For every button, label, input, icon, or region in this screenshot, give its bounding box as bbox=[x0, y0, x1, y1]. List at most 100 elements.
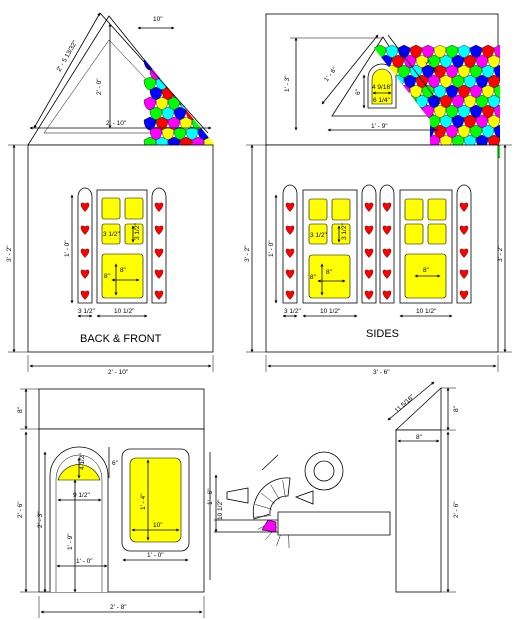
dim-label: 8" bbox=[104, 273, 111, 280]
roof-shingle bbox=[499, 94, 500, 109]
roof-shingle bbox=[185, 86, 199, 101]
roof-shingle bbox=[155, 56, 169, 71]
back-front-label: BACK & FRONT bbox=[80, 333, 162, 345]
dim-label: 8" bbox=[17, 406, 24, 413]
stair-step bbox=[270, 484, 280, 500]
dim-label: 3' - 2" bbox=[6, 245, 13, 262]
stair-base-slab bbox=[277, 511, 391, 536]
dim-label: 10" bbox=[153, 522, 163, 529]
bf-roof-shingles bbox=[143, 36, 215, 145]
dim-label: 10 1/2" bbox=[416, 308, 437, 315]
dim-label: 10" bbox=[153, 16, 163, 23]
dim-label: 1' - 0" bbox=[64, 240, 71, 257]
roof-shingle bbox=[493, 44, 500, 59]
roof-shingle bbox=[209, 46, 215, 61]
stair-piece-right bbox=[294, 490, 314, 505]
roof-shingle bbox=[209, 66, 215, 81]
roof-shingle bbox=[167, 56, 181, 71]
roof-shingle bbox=[209, 126, 215, 141]
roof-shingle bbox=[143, 36, 157, 51]
dim-label: 1' - 9" bbox=[67, 533, 74, 550]
stair-step bbox=[282, 480, 286, 498]
dim-label: 2' - 0" bbox=[96, 78, 103, 95]
roof-shingle bbox=[197, 86, 211, 101]
roof-shingle bbox=[191, 36, 205, 51]
entry-window-pane bbox=[129, 457, 182, 543]
roof-shingle bbox=[191, 76, 205, 91]
dim-label: 2' - 3" bbox=[37, 511, 44, 528]
roof-shingle bbox=[197, 106, 211, 121]
roof-shingle bbox=[499, 54, 500, 69]
roof-shingle bbox=[499, 74, 500, 89]
dim-label: 1' - 0" bbox=[76, 558, 93, 565]
sides-pane bbox=[404, 198, 424, 221]
bf-pane-large bbox=[101, 253, 144, 299]
roof-shingle bbox=[173, 66, 187, 81]
roof-shingle bbox=[493, 124, 500, 139]
dim-label: 3 1/2" bbox=[78, 308, 95, 315]
back-front-panel: 10" 2' - 5 13/32" 2' - 0" 2' - 10" 3' - … bbox=[6, 12, 215, 376]
dim-label: 2' - 10" bbox=[106, 120, 127, 127]
roof-shingle bbox=[179, 56, 193, 71]
dim-label: 9 1/2" bbox=[73, 492, 90, 499]
sides-panel: 1' - 3" 1' - 6" 1' - 6" 6" 4 9/16" 6 1/4… bbox=[244, 13, 512, 376]
dim-label: 1' - 6" bbox=[207, 488, 214, 505]
roof-shingle bbox=[203, 76, 215, 91]
entry-wall-panel: 8" 2' - 6" 2' - 3" 4 1/2" 6" 9 1/2" 1' -… bbox=[17, 388, 205, 618]
roof-shingle bbox=[209, 106, 215, 121]
roof-shingle bbox=[493, 64, 500, 79]
entry-top-strip bbox=[38, 388, 205, 430]
bf-pane bbox=[124, 197, 144, 220]
dim-label: 6" bbox=[112, 460, 119, 467]
sides-pillar bbox=[361, 184, 377, 304]
dim-label: 2' - 8" bbox=[110, 604, 127, 611]
spiral-stair bbox=[252, 477, 291, 520]
dim-label: 8" bbox=[416, 434, 423, 441]
roof-shingle bbox=[155, 36, 169, 51]
dim-label: 3 1/2" bbox=[341, 223, 348, 240]
entry-door-frame bbox=[49, 446, 109, 592]
roof-shingle bbox=[493, 84, 500, 99]
roof-shingle bbox=[149, 46, 163, 61]
roof-shingle bbox=[203, 56, 215, 71]
roof-shingle bbox=[173, 46, 187, 61]
sides-pane-large bbox=[308, 254, 351, 299]
stair-step bbox=[254, 515, 272, 518]
dim-label: 1' - 0" bbox=[268, 240, 275, 257]
stair-step bbox=[260, 492, 275, 504]
roof-shingle bbox=[197, 46, 211, 61]
sides-label: SIDES bbox=[366, 328, 399, 340]
dim-label: 1' - 9" bbox=[371, 123, 388, 130]
roof-shingle bbox=[493, 104, 500, 119]
dim-label: 10 1/2" bbox=[217, 499, 224, 520]
dim-label: 6 1/4" bbox=[373, 97, 390, 104]
roof-shingle bbox=[209, 86, 215, 101]
roof-shingle bbox=[185, 46, 199, 61]
stair-piece-left bbox=[226, 487, 249, 504]
roof-shingle bbox=[167, 36, 181, 51]
dim-label: 2' - 5 13/32" bbox=[56, 39, 80, 73]
roof-shingle bbox=[161, 46, 175, 61]
sides-pane bbox=[308, 198, 328, 221]
sides-pane bbox=[331, 223, 351, 245]
dim-label: 8" bbox=[423, 267, 430, 274]
roof-shingle bbox=[185, 66, 199, 81]
bf-pane bbox=[101, 197, 121, 220]
sides-pane bbox=[427, 223, 447, 245]
sides-pane bbox=[308, 223, 328, 245]
dim-label: 10 1/2" bbox=[320, 308, 341, 315]
dim-label: 8" bbox=[326, 269, 333, 276]
dim-label: 6" bbox=[355, 88, 362, 95]
roof-shingle bbox=[203, 36, 215, 51]
roof-shingle bbox=[203, 96, 215, 111]
dim-label: 3' - 6" bbox=[373, 369, 390, 376]
roof-shingle bbox=[161, 66, 175, 81]
dim-label: 3 1/2" bbox=[134, 223, 141, 240]
sides-pane bbox=[404, 223, 424, 245]
stair-parts: 1' - 6" 10 1/2" bbox=[207, 451, 391, 580]
chimney-body bbox=[395, 429, 442, 593]
stair-step-highlight bbox=[261, 519, 277, 533]
dim-label: 11 5/16" bbox=[394, 393, 417, 414]
sides-pillar bbox=[282, 184, 298, 304]
sides-pillar bbox=[456, 184, 472, 304]
